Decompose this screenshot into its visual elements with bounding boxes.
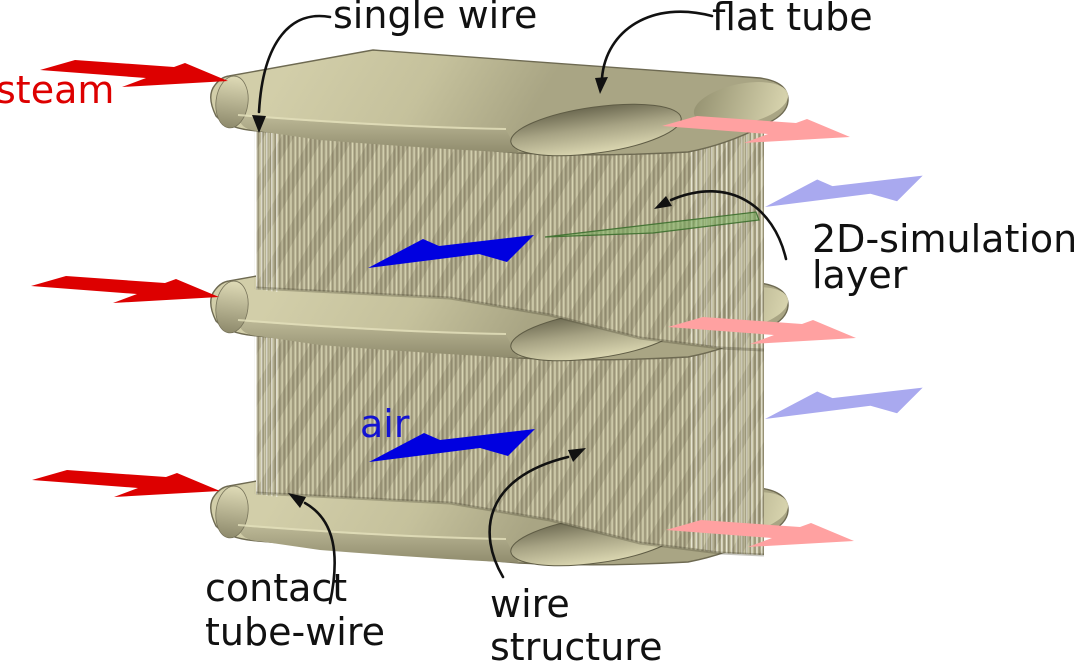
sim-layer-pointer-line	[669, 190, 788, 261]
flat-tube-label: flat tube	[712, 0, 873, 39]
air-label: air	[360, 402, 410, 446]
air-outlet-arrow-lower	[765, 387, 923, 419]
wire-structure-arrowhead-icon	[568, 448, 586, 462]
flat-tube-arrowhead-icon	[595, 77, 608, 94]
contact-arrowhead-icon	[288, 493, 306, 508]
single-wire-label: single wire	[333, 0, 538, 37]
single-wire-pointer-line	[257, 14, 332, 114]
contact-label-line2: tube-wire	[205, 610, 385, 654]
steam-inlet-arrow-middle	[31, 276, 219, 303]
steam-inlet-arrow-bottom	[32, 470, 220, 497]
contact-label-line1: contact	[205, 566, 348, 610]
sim-layer-label-line1: 2D-simulation	[812, 217, 1078, 261]
wire-structure-label-line2: structure	[490, 625, 663, 662]
steam-label: steam	[0, 68, 115, 112]
single-wire-arrowhead-icon	[252, 115, 266, 133]
simulation-layer	[544, 211, 760, 238]
flat-tube-pointer-line	[600, 10, 714, 80]
sim-layer-label-line2: layer	[812, 253, 908, 297]
wire-structure-label-line1: wire	[490, 582, 570, 626]
wire-structure-pointer-line	[488, 455, 570, 579]
air-outlet-arrow-upper	[765, 175, 923, 207]
contact-pointer-line	[303, 501, 336, 605]
sim-layer-arrowhead-icon	[654, 196, 672, 209]
